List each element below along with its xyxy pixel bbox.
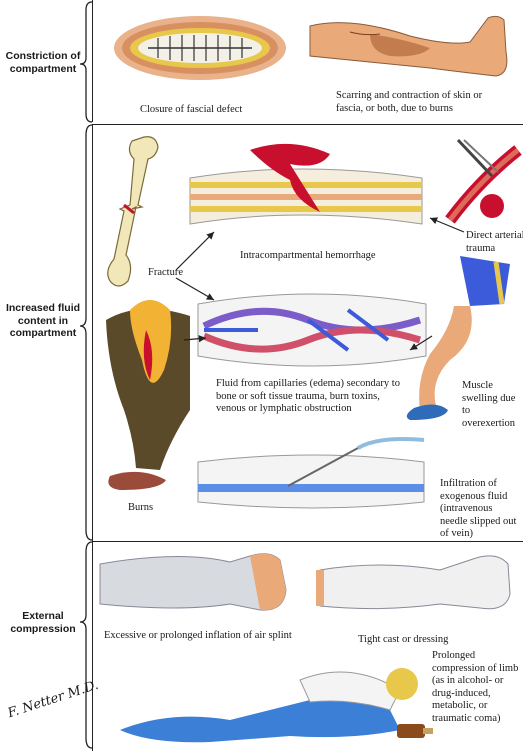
caption-hemorrhage: Intracompartmental hemorrhage	[240, 250, 376, 261]
section-label-external: External compression	[10, 610, 76, 635]
section-fluid-panel	[92, 124, 523, 541]
caption-closure: Closure of fascial defect	[140, 104, 243, 115]
caption-fracture: Fracture	[148, 267, 183, 278]
air-splint-leg-illustration	[99, 553, 287, 611]
caption-air-splint: Excessive or prolonged inflation of air …	[104, 630, 292, 641]
caption-infiltration: Infiltration of exogenous fluid (intrave…	[440, 478, 517, 539]
runner-leg-illustration	[406, 256, 510, 420]
section-label-fluid: Increased fluid content in compartment	[5, 302, 81, 339]
hemorrhage-compartment-illustration	[189, 143, 423, 225]
section-label-constriction: Constriction of compartment	[5, 50, 81, 75]
burned-leg-illustration	[106, 300, 190, 490]
cast-leg-illustration	[316, 555, 511, 610]
iv-infiltration-illustration	[197, 437, 425, 509]
caption-arterial: Direct arterial trauma	[466, 230, 523, 254]
section-external-panel	[92, 541, 523, 751]
liquor-bottle-icon	[397, 724, 433, 738]
caption-muscle: Muscle swelling due to overexertion	[462, 380, 516, 429]
arterial-trauma-illustration	[445, 138, 522, 224]
caption-cast: Tight cast or dressing	[358, 634, 449, 645]
caption-burns: Burns	[128, 502, 154, 513]
caption-edema: Fluid from capillaries (edema) secondary…	[216, 378, 400, 414]
comatose-patient-illustration	[120, 668, 418, 743]
section-constriction-panel	[92, 0, 523, 122]
caption-scarring: Scarring and contraction of skin or fasc…	[336, 90, 483, 114]
caption-prolonged: Prolonged compression of limb (as in alc…	[432, 650, 519, 724]
capillary-edema-illustration	[197, 293, 427, 367]
fascial-closure-illustration	[114, 16, 286, 80]
burn-scar-leg-illustration	[309, 15, 508, 77]
fractured-femur-illustration	[107, 136, 159, 287]
